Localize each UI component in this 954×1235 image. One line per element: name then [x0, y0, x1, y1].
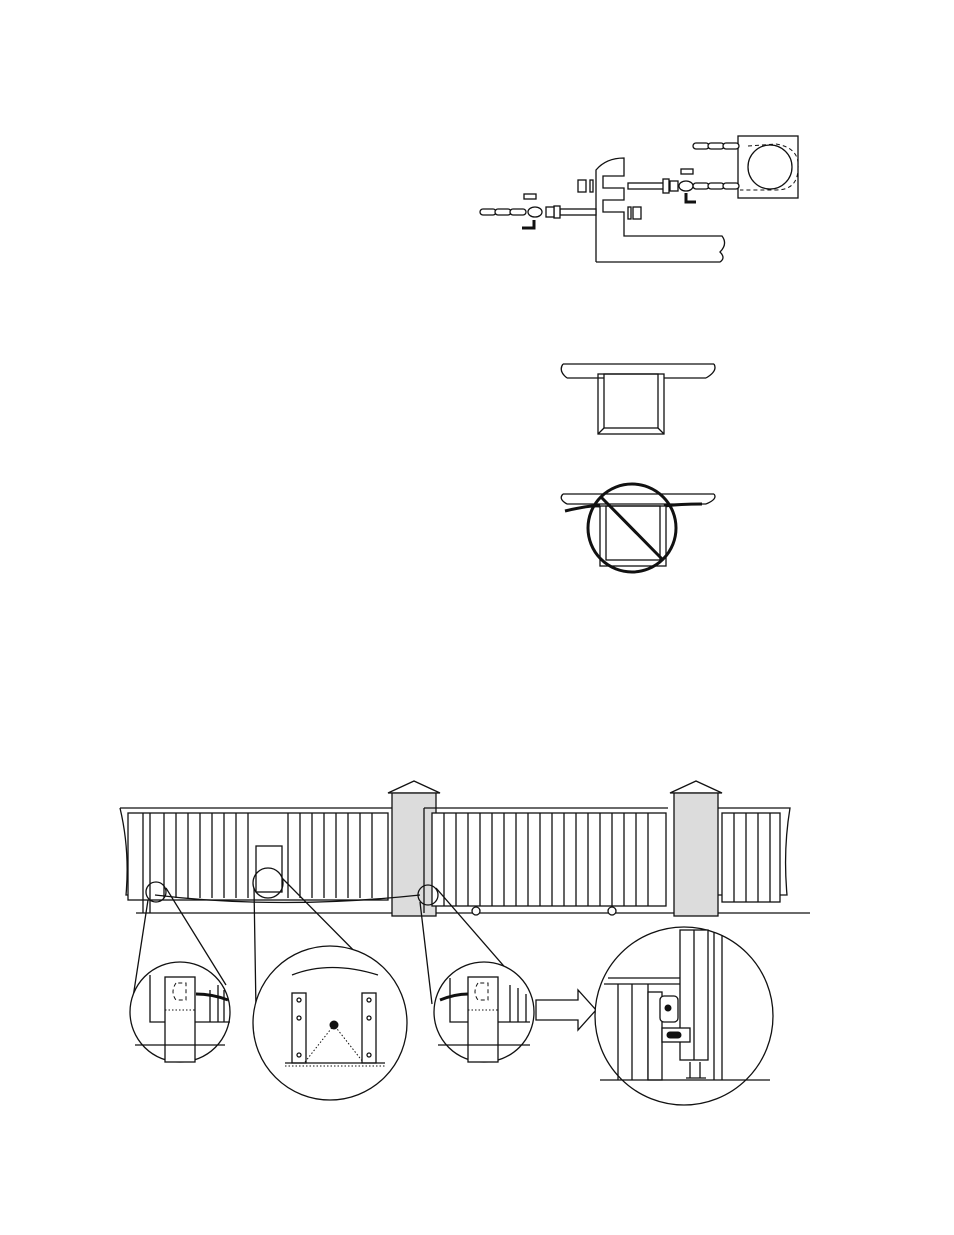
sliding-gate	[424, 808, 668, 915]
detail-bracket-left	[130, 962, 230, 1062]
sprocket-alignment-correct-figure	[561, 364, 715, 434]
master-link-right	[679, 181, 693, 191]
lower-chain-left	[480, 209, 526, 215]
nut-right-bottom	[633, 207, 641, 219]
detail-bracket-right	[434, 962, 534, 1062]
bracket-plate	[596, 158, 725, 262]
nut-right-2	[670, 181, 678, 191]
detail-chain-attachment-enlarged	[595, 927, 773, 1105]
sprocket-alignment-incorrect-figure	[561, 484, 715, 572]
idler-bracket	[600, 506, 666, 566]
tension-bolt-right	[628, 183, 664, 189]
u-clip-left	[522, 220, 534, 228]
pillar-right	[670, 781, 722, 916]
chain-tensioner-bracket-figure	[480, 136, 798, 262]
detail-arrow	[536, 990, 596, 1030]
washer-right-bottom	[628, 207, 631, 219]
nut-left-2	[546, 207, 554, 217]
lower-chain-right	[693, 183, 739, 189]
nut-right	[663, 179, 669, 193]
detail-tensioner-center	[253, 946, 407, 1100]
u-clip-right	[686, 193, 696, 202]
nut-left	[554, 206, 560, 218]
link-plate-right	[681, 169, 693, 174]
idler-bracket	[598, 374, 664, 434]
gate-operator-box	[256, 846, 282, 892]
fence-right	[718, 808, 790, 902]
master-link-left	[528, 207, 542, 217]
fence-left	[120, 808, 392, 913]
link-plate-left	[524, 194, 536, 199]
nut-left-top	[578, 180, 586, 192]
gate-chain-installation-overview-figure	[120, 781, 810, 1105]
tension-bolt-left	[560, 209, 596, 215]
washer-left-top	[590, 180, 593, 192]
upper-chain	[693, 143, 739, 149]
